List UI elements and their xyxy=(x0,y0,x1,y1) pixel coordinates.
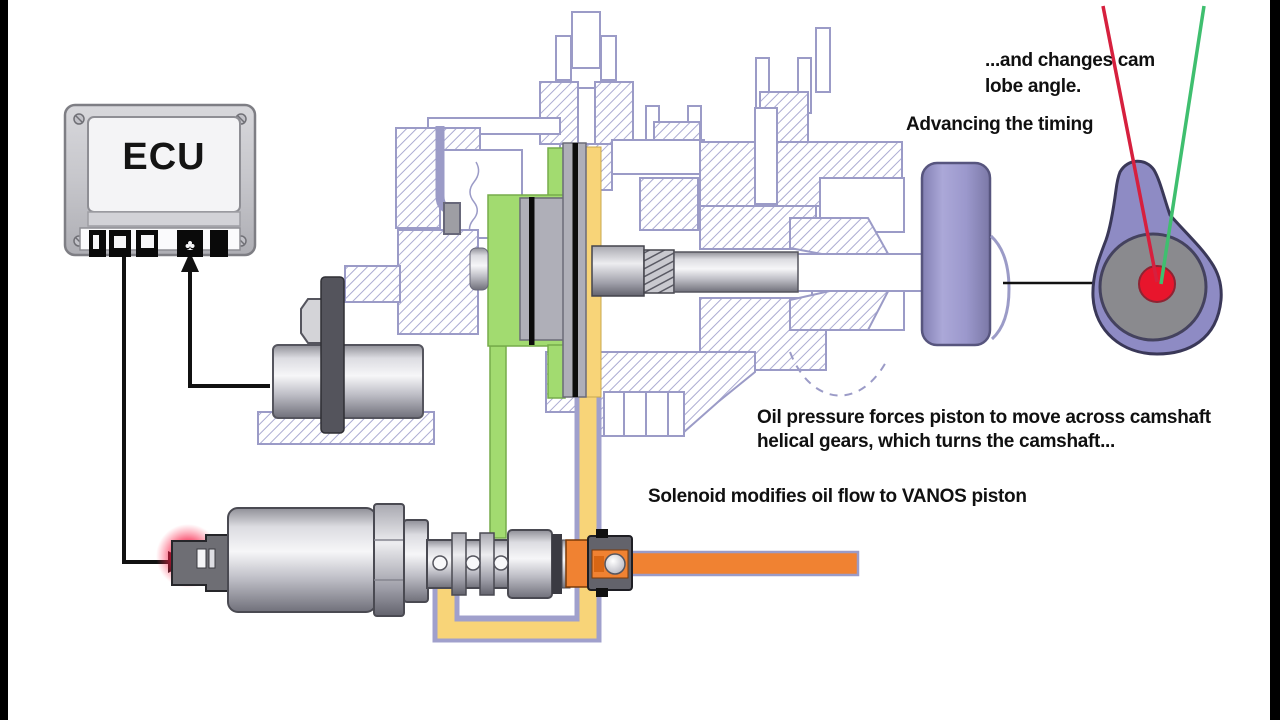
arrow-to-ecu xyxy=(181,252,199,272)
solenoid-valve xyxy=(171,503,589,617)
orange-oil-line xyxy=(628,550,860,577)
vanos-piston-assembly xyxy=(469,142,602,399)
piston-inner xyxy=(519,197,566,341)
valve-outlet-orange xyxy=(565,539,589,588)
annotation-advancing: Advancing the timing xyxy=(906,114,1094,135)
annotation-cam-change-line2: lobe angle. xyxy=(985,76,1081,97)
annotation-cam-change-line1: ...and changes cam xyxy=(985,50,1155,71)
ecu-connectors: ♣ xyxy=(89,230,228,257)
annotation-oil-pressure-line2: helical gears, which turns the camshaft.… xyxy=(757,431,1116,452)
cam-side-view xyxy=(920,161,1011,347)
sprocket-plate xyxy=(320,276,345,434)
check-valve-and-oil-line xyxy=(587,529,860,597)
camshaft-rear-end xyxy=(181,252,424,434)
ecu-label: ECU xyxy=(122,136,206,178)
advance-angle-line-red xyxy=(1101,5,1159,283)
check-valve-ball xyxy=(604,553,626,575)
solenoid-body xyxy=(227,507,377,613)
ecu-connector-club-icon: ♣ xyxy=(185,237,195,254)
annotation-oil-pressure-line1: Oil pressure forces piston to move acros… xyxy=(757,407,1211,428)
cam-lobe-end-view xyxy=(1091,5,1223,356)
ecu-box: ♣ xyxy=(63,103,257,257)
letterbox-bar-left xyxy=(0,0,8,720)
oil-pipes xyxy=(432,345,602,643)
reference-angle-line-green xyxy=(1159,5,1206,285)
annotation-oil-pressure: Oil pressure forces piston to move acros… xyxy=(757,406,1211,454)
annotation-solenoid: Solenoid modifies oil flow to VANOS pist… xyxy=(648,486,1027,507)
camshaft-splined-shaft xyxy=(591,245,799,297)
letterbox-bar-right xyxy=(1270,0,1280,720)
green-oil-pipe xyxy=(489,345,507,539)
annotation-cam-change: ...and changes cam lobe angle. xyxy=(985,48,1155,100)
